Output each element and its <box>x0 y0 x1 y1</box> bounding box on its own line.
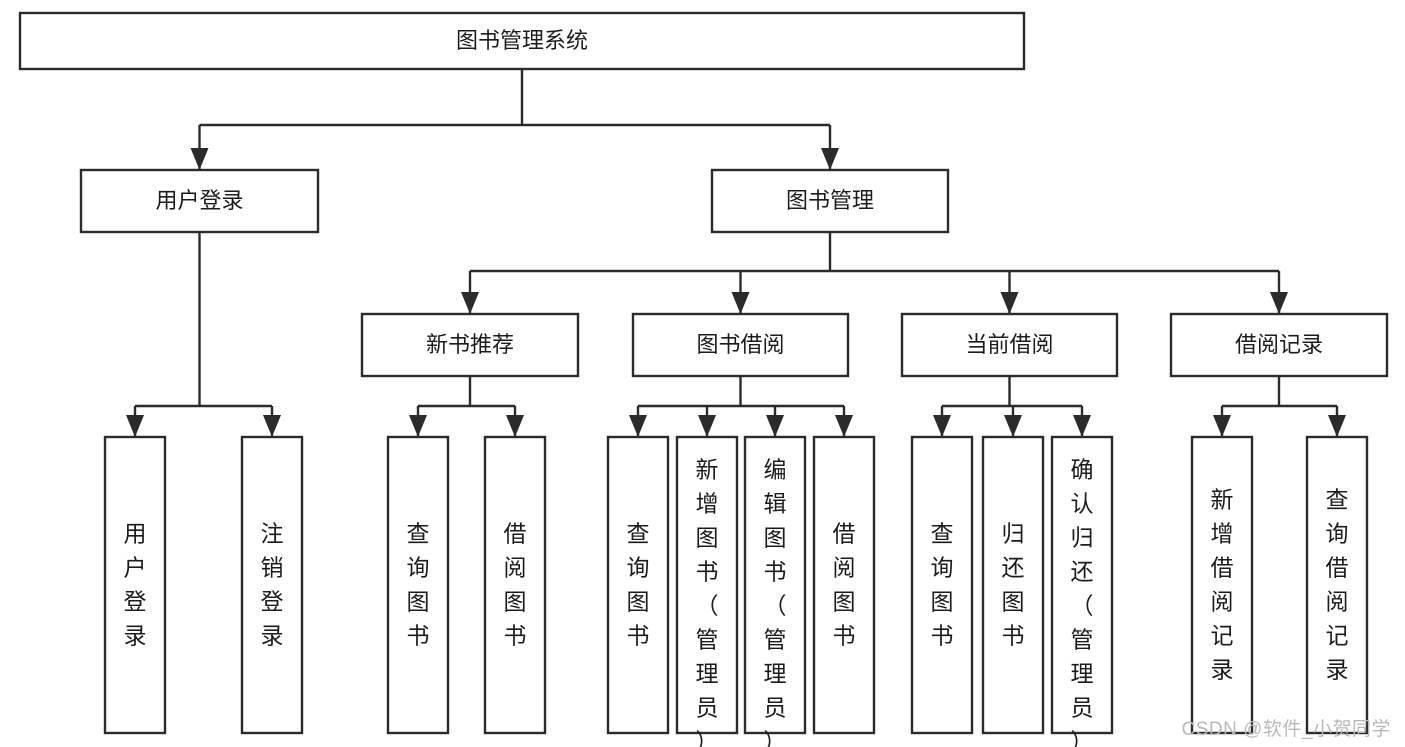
node-box <box>18 11 1026 71</box>
node-图书管理[interactable]: 图书管理 <box>710 168 950 234</box>
arrow-head-icon <box>698 415 716 437</box>
node-借阅记录[interactable]: 借阅记录 <box>1169 312 1389 378</box>
node-box <box>631 312 850 378</box>
node-box <box>675 435 739 735</box>
node-label: 查询图书 <box>627 520 650 648</box>
arrow-head-icon <box>1213 415 1231 437</box>
node-box <box>360 312 580 378</box>
arrow-head-icon <box>629 415 647 437</box>
node-label: 图书管理 <box>786 188 874 213</box>
node-label: 查询图书 <box>407 520 430 648</box>
arrow-head-icon <box>126 415 144 437</box>
node-查询图书[interactable]: 查询图书 <box>910 435 974 735</box>
node-label: 借阅记录 <box>1235 332 1323 357</box>
node-图书借阅[interactable]: 图书借阅 <box>631 312 850 378</box>
node-box <box>240 435 304 735</box>
node-label: 编辑图书（管理员） <box>764 456 787 747</box>
node-编辑图书管理员[interactable]: 编辑图书（管理员） <box>743 435 807 747</box>
node-注销登录[interactable]: 注销登录 <box>240 435 304 735</box>
node-label: 当前借阅 <box>965 332 1053 357</box>
node-box <box>981 435 1045 735</box>
node-box <box>1169 312 1389 378</box>
node-归还图书[interactable]: 归还图书 <box>981 435 1045 735</box>
arrow-head-icon <box>835 415 853 437</box>
node-box <box>1305 435 1369 735</box>
node-label: 新增借阅记录 <box>1211 486 1234 682</box>
arrow-head-icon <box>1328 415 1346 437</box>
node-新书推荐[interactable]: 新书推荐 <box>360 312 580 378</box>
node-label: 借阅图书 <box>504 520 527 648</box>
node-label: 图书借阅 <box>696 332 784 357</box>
node-当前借阅[interactable]: 当前借阅 <box>900 312 1119 378</box>
node-box <box>900 312 1119 378</box>
node-label: 确认归还（管理员） <box>1071 456 1094 747</box>
arrow-head-icon <box>263 415 281 437</box>
node-label: 查询图书 <box>931 520 954 648</box>
node-查询图书[interactable]: 查询图书 <box>606 435 670 735</box>
node-layer: 图书管理系统用户登录图书管理新书推荐图书借阅当前借阅借阅记录用户登录注销登录查询… <box>18 11 1389 747</box>
arrow-head-icon <box>1270 292 1288 314</box>
node-图书管理系统[interactable]: 图书管理系统 <box>18 11 1026 71</box>
node-label: 用户登录 <box>124 520 147 648</box>
node-box <box>1190 435 1254 735</box>
node-查询借阅记录[interactable]: 查询借阅记录 <box>1305 435 1369 735</box>
node-box <box>710 168 950 234</box>
node-label: 借阅图书 <box>833 520 856 648</box>
node-label: 查询借阅记录 <box>1326 486 1349 682</box>
node-label: 新增图书（管理员） <box>696 456 719 747</box>
csdn-watermark: CSDN @软件_小贺同学 <box>1181 719 1391 740</box>
arrow-head-icon <box>933 415 951 437</box>
node-label: 图书管理系统 <box>456 28 588 53</box>
node-box <box>103 435 167 735</box>
node-用户登录[interactable]: 用户登录 <box>103 435 167 735</box>
node-box <box>386 435 450 735</box>
connector-layer <box>126 69 1346 437</box>
node-box <box>606 435 670 735</box>
arrow-head-icon <box>821 148 839 170</box>
node-box <box>743 435 807 735</box>
node-label: 注销登录 <box>261 520 284 648</box>
node-查询图书[interactable]: 查询图书 <box>386 435 450 735</box>
arrow-head-icon <box>766 415 784 437</box>
node-借阅图书[interactable]: 借阅图书 <box>483 435 547 735</box>
arrow-head-icon <box>461 292 479 314</box>
arrow-head-icon <box>1073 415 1091 437</box>
node-新增图书管理员[interactable]: 新增图书（管理员） <box>675 435 739 747</box>
node-label: 归还图书 <box>1002 520 1025 648</box>
arrow-head-icon <box>190 148 209 170</box>
node-确认归还管理员[interactable]: 确认归还（管理员） <box>1050 435 1114 747</box>
arrow-head-icon <box>506 415 524 437</box>
node-label: 新书推荐 <box>426 332 514 357</box>
node-用户登录[interactable]: 用户登录 <box>79 168 320 234</box>
node-box <box>910 435 974 735</box>
node-box <box>483 435 547 735</box>
arrow-head-icon <box>409 415 427 437</box>
node-box <box>1050 435 1114 735</box>
node-借阅图书[interactable]: 借阅图书 <box>812 435 876 735</box>
arrow-head-icon <box>731 292 750 314</box>
arrow-head-icon <box>1000 292 1019 314</box>
node-box <box>812 435 876 735</box>
node-box <box>79 168 320 234</box>
node-新增借阅记录[interactable]: 新增借阅记录 <box>1190 435 1254 735</box>
node-label: 用户登录 <box>155 188 243 213</box>
arrow-head-icon <box>1004 415 1022 437</box>
